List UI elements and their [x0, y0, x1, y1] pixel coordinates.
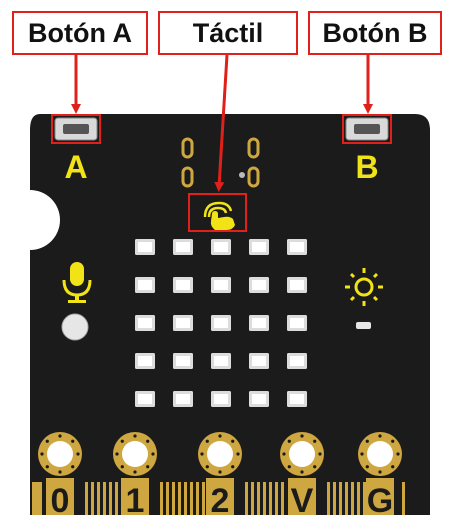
edge-stripe	[97, 482, 100, 515]
board-body	[30, 114, 430, 515]
top-pads	[181, 137, 260, 188]
edge-stripe	[257, 482, 260, 515]
led	[211, 239, 231, 255]
edge-stripe	[190, 482, 193, 515]
led	[173, 239, 193, 255]
led	[173, 277, 193, 293]
pin-label: G	[367, 482, 393, 520]
edge-stripe	[251, 482, 254, 515]
pin-label: 1	[126, 482, 145, 520]
edge-stripe	[166, 482, 169, 515]
edge-stripe	[245, 482, 248, 515]
edge-stripe	[85, 482, 88, 515]
edge-stripe	[202, 482, 205, 515]
led	[287, 277, 307, 293]
edge-stripe	[178, 482, 181, 515]
button-b-highlight	[342, 114, 392, 144]
pin-G: G	[358, 432, 402, 520]
edge-stripe	[339, 482, 342, 515]
led	[287, 391, 307, 407]
edge-stripe	[109, 482, 112, 515]
edge-stripe	[115, 482, 118, 515]
edge-stripe	[357, 482, 360, 515]
edge-stripe	[351, 482, 354, 515]
edge-stripe	[160, 482, 163, 515]
edge-stripe	[269, 482, 272, 515]
touch-hand-icon[interactable]	[203, 201, 235, 230]
arrow-touch	[214, 54, 229, 192]
led	[173, 353, 193, 369]
button-b[interactable]	[345, 117, 389, 141]
led	[173, 315, 193, 331]
edge-stripe	[184, 482, 187, 515]
led	[287, 239, 307, 255]
label-b: B	[355, 149, 378, 185]
edge-stripe	[345, 482, 348, 515]
button-a-highlight	[51, 114, 101, 144]
led	[211, 315, 231, 331]
led	[135, 391, 155, 407]
edge-stripe	[91, 482, 94, 515]
edge-stripe	[333, 482, 336, 515]
pin-label: 0	[51, 482, 70, 520]
led	[249, 353, 269, 369]
led	[249, 277, 269, 293]
led	[287, 353, 307, 369]
callout-button-a: Botón A	[12, 11, 148, 55]
callout-touch: Táctil	[158, 11, 298, 55]
edge-stripe	[281, 482, 284, 515]
led	[135, 277, 155, 293]
edge-connector: 0 1 2 V G	[32, 432, 405, 520]
pin-label: V	[291, 482, 314, 520]
led	[211, 353, 231, 369]
led	[249, 391, 269, 407]
pin-1: 1	[113, 432, 157, 520]
edge-stripe	[196, 482, 199, 515]
led	[211, 277, 231, 293]
led	[135, 315, 155, 331]
pin-2: 2	[198, 432, 242, 520]
light-sensor	[356, 322, 371, 329]
sun-icon	[345, 268, 383, 306]
label-a: A	[64, 149, 87, 185]
button-a[interactable]	[54, 117, 98, 141]
led	[135, 353, 155, 369]
led-matrix	[135, 239, 307, 407]
edge-stripe	[327, 482, 330, 515]
edge-stripe	[263, 482, 266, 515]
led	[211, 391, 231, 407]
edge-stripe	[32, 482, 42, 515]
led	[249, 315, 269, 331]
edge-stripe	[275, 482, 278, 515]
microphone-sensor	[61, 313, 89, 341]
led	[287, 315, 307, 331]
edge-stripe	[103, 482, 106, 515]
pin-0: 0	[38, 432, 82, 520]
pin-label: 2	[211, 482, 230, 520]
pin-V: V	[280, 432, 324, 520]
microphone-icon	[62, 262, 92, 303]
led	[249, 239, 269, 255]
edge-stripe	[363, 482, 366, 515]
via	[239, 172, 245, 178]
led	[135, 239, 155, 255]
edge-stripe	[402, 482, 405, 515]
callout-button-b: Botón B	[308, 11, 442, 55]
edge-stripe	[172, 482, 175, 515]
led	[173, 391, 193, 407]
